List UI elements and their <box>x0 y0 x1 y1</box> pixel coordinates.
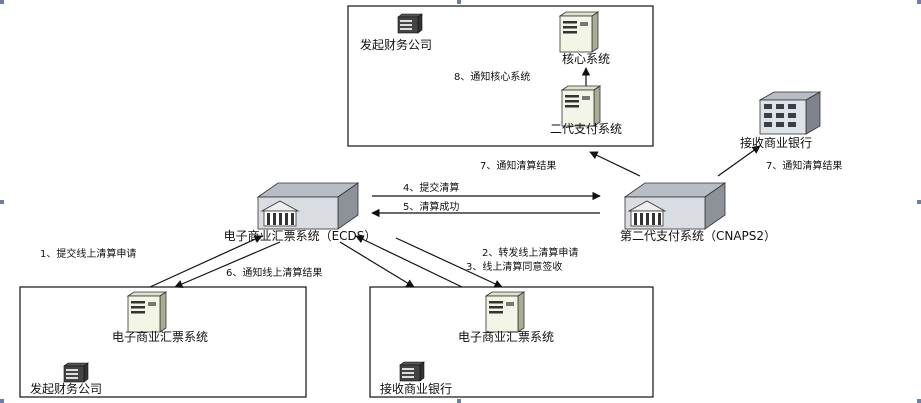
step-5-label: 5、清算成功 <box>403 200 459 213</box>
arrow-3a <box>355 235 463 288</box>
left-server-icon <box>127 291 167 333</box>
ecds-building-icon <box>257 182 359 230</box>
left-company-box <box>19 286 307 398</box>
right-system-label: 电子商业汇票系统 <box>458 329 554 344</box>
step-2-label: 2、转发线上清算申请 <box>482 246 578 259</box>
step-6-label: 6、通知线上清算结果 <box>226 266 322 279</box>
arrow-7b <box>717 145 761 177</box>
core-server-icon <box>559 11 599 53</box>
left-system-label: 电子商业汇票系统 <box>112 329 208 344</box>
bank-building-icon <box>759 91 821 135</box>
arrow-2 <box>395 237 503 288</box>
cnaps-server-icon <box>561 85 601 127</box>
receiving-bank-top-label: 接收商业银行 <box>740 135 812 150</box>
small-server-icon <box>397 13 423 34</box>
cnaps2-label: 第二代支付系统（CNAPS2） <box>620 229 776 243</box>
arrow-6a <box>174 241 281 288</box>
arrow-6b <box>339 241 415 288</box>
step-7b-label: 7、通知清算结果 <box>766 159 842 172</box>
step-1-label: 1、提交线上清算申请 <box>40 247 136 260</box>
ecds-label: 电子商业汇票系统（ECDS） <box>224 228 377 243</box>
cnaps2-building-icon <box>624 182 726 230</box>
arrow-1 <box>149 235 263 288</box>
right-bank-box <box>369 286 654 398</box>
top-company-box <box>347 5 654 147</box>
left-company-label: 发起财务公司 <box>30 381 102 396</box>
top-company-label: 发起财务公司 <box>360 37 432 52</box>
right-server-icon <box>485 291 525 333</box>
step-7a-label: 7、通知清算结果 <box>480 159 556 172</box>
cnaps-internal-label: 二代支付系统 <box>550 122 622 136</box>
left-small-server-icon <box>63 362 89 383</box>
step-3-label: 3、线上清算同意签收 <box>466 260 562 273</box>
step-8-label: 8、通知核心系统 <box>454 70 530 83</box>
arrow-7a <box>589 151 641 177</box>
right-small-server-icon <box>399 361 425 382</box>
right-bank-label: 接收商业银行 <box>380 381 452 396</box>
core-system-label: 核心系统 <box>562 52 610 66</box>
step-4-label: 4、提交清算 <box>403 181 459 194</box>
